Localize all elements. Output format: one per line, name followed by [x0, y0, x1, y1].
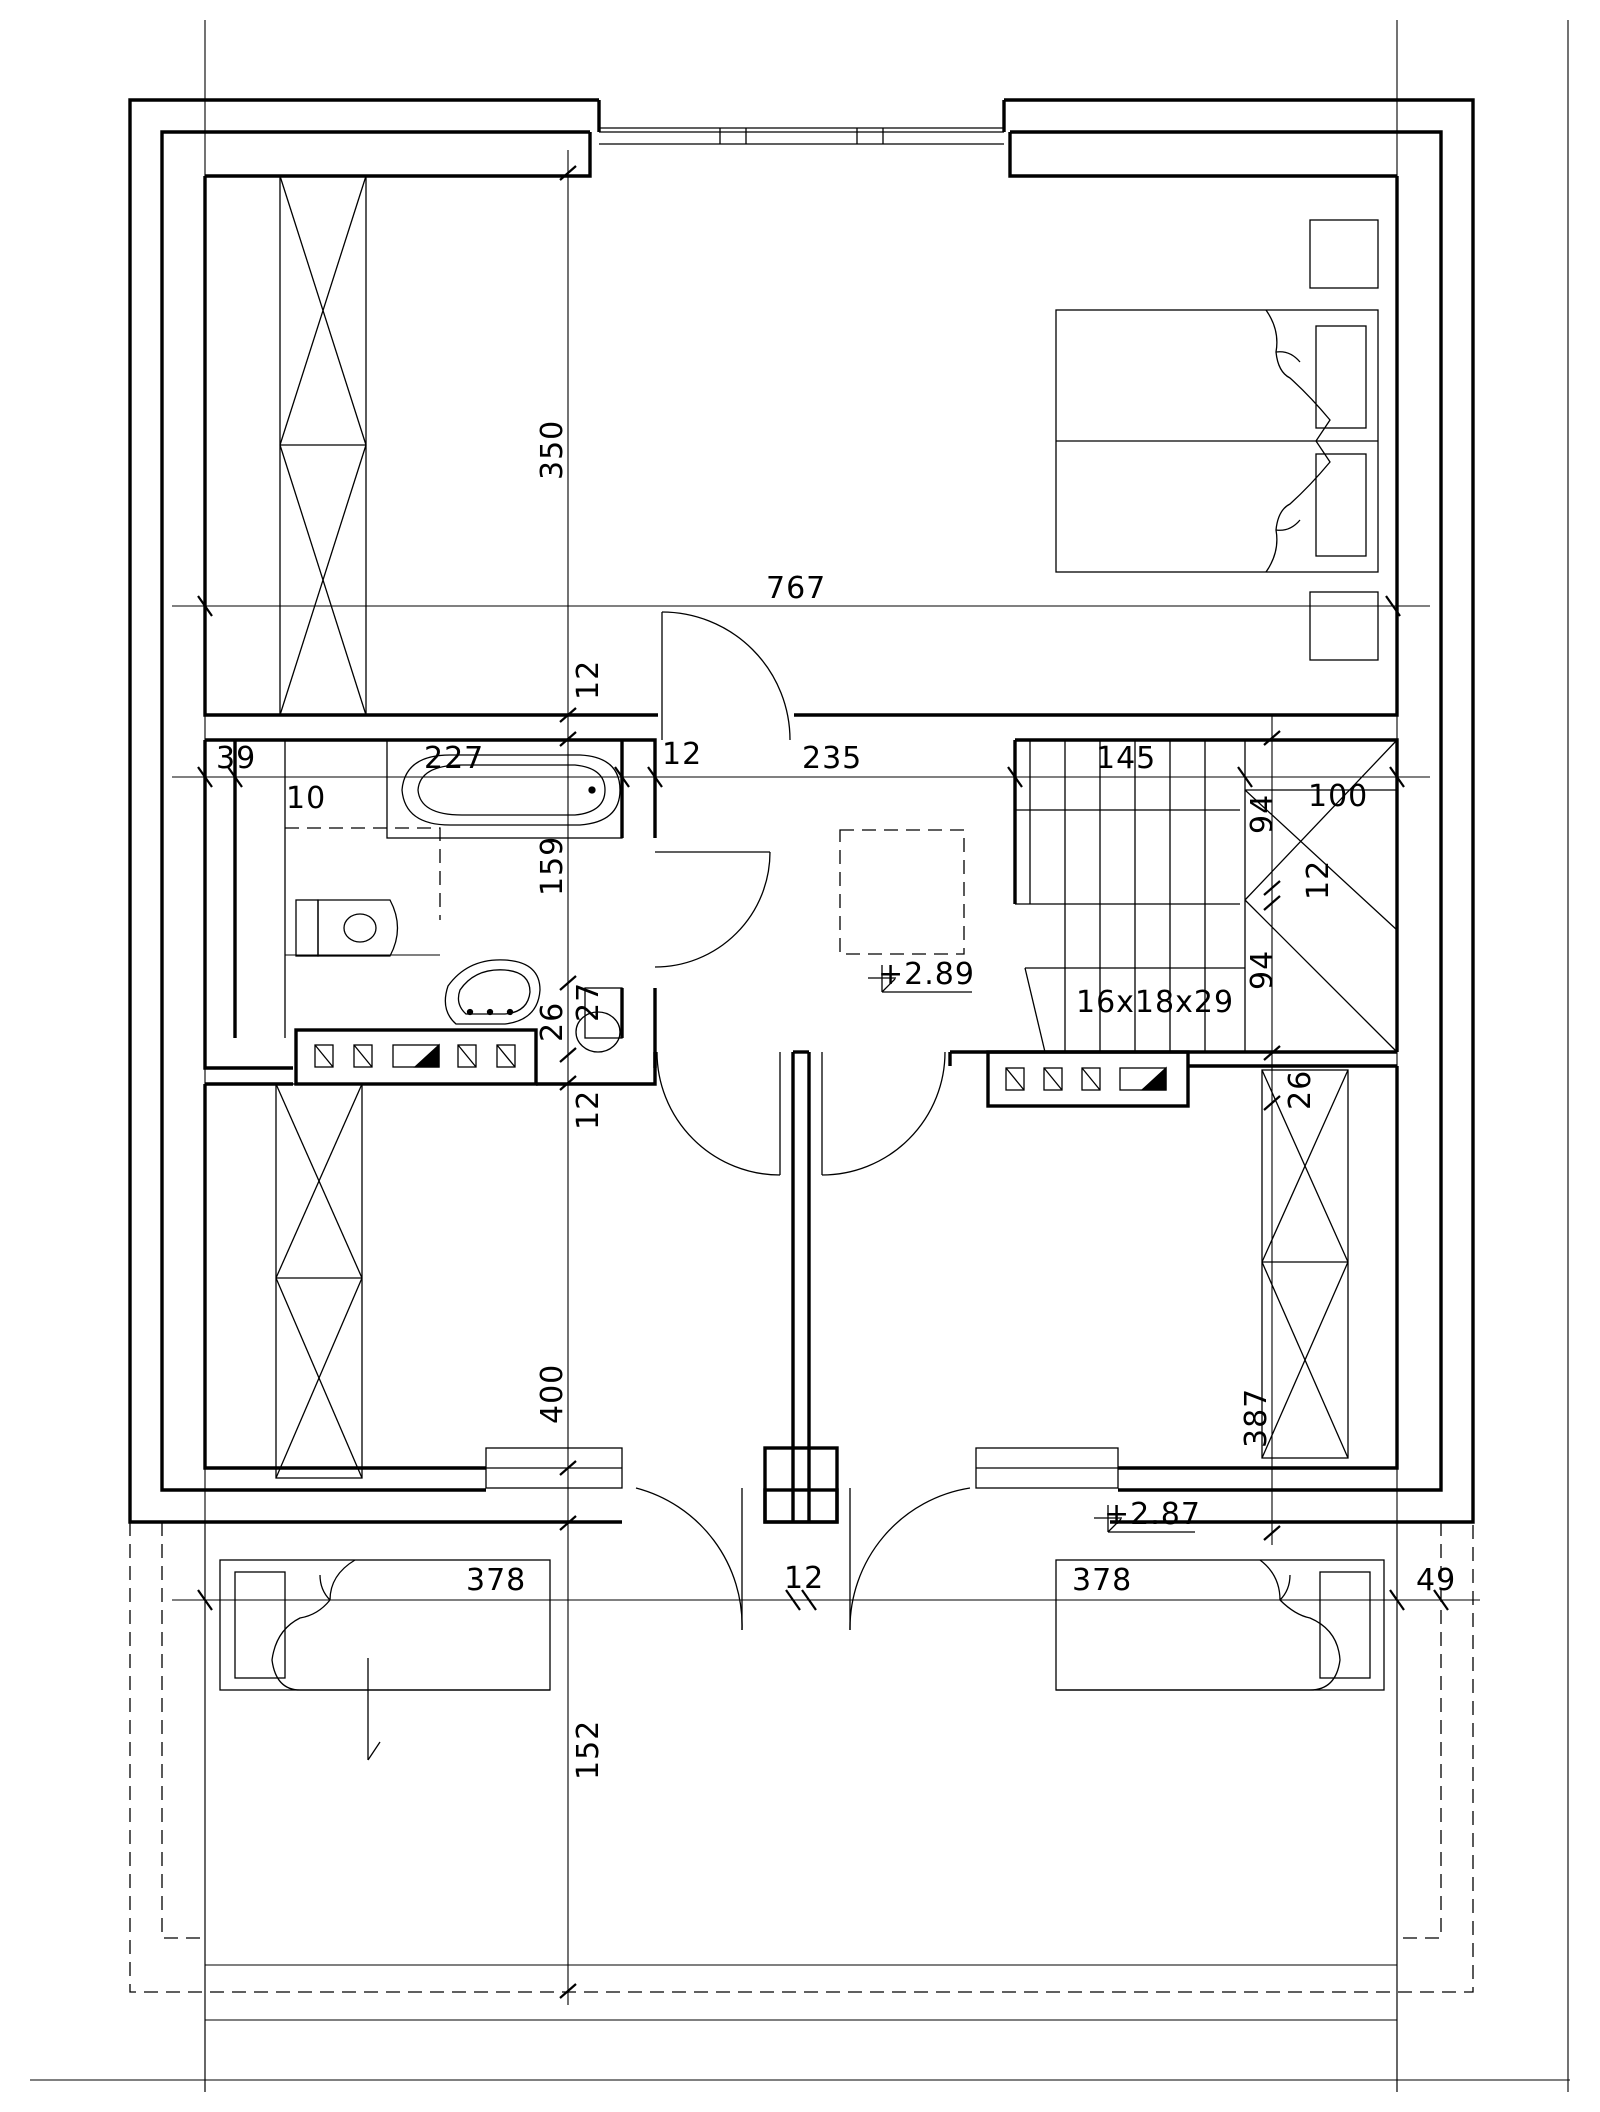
- bedroom-top: [203, 175, 1399, 717]
- bedroom-bottom-left: [219, 1083, 551, 1691]
- dim-400: 400: [535, 1364, 570, 1424]
- dimension-lines: [172, 150, 1480, 2005]
- dim-49: 49: [1416, 1563, 1456, 1598]
- bedroom-bottom-right: [1055, 1069, 1385, 1691]
- dim-10: 10: [286, 781, 326, 816]
- dim-12-c: 12: [571, 1090, 606, 1130]
- wardrobe-bottom-left: [275, 1083, 363, 1479]
- dim-12-d: 12: [784, 1561, 824, 1596]
- dim-350: 350: [535, 420, 570, 480]
- dim-39: 39: [216, 741, 256, 776]
- balcony: [129, 1505, 1474, 2092]
- level-hall: +2.89: [878, 957, 975, 992]
- dim-100: 100: [1308, 779, 1368, 814]
- dim-12-e: 12: [1301, 860, 1336, 900]
- balcony-windows: [485, 1446, 1119, 1524]
- dim-378-left: 378: [466, 1563, 526, 1598]
- dim-387: 387: [1239, 1388, 1274, 1448]
- wardrobe-top: [279, 175, 367, 716]
- bathtub: [386, 739, 623, 839]
- toilet: [295, 899, 399, 957]
- door-bottom-right: [821, 1051, 946, 1176]
- door-bottom-left: [656, 1051, 781, 1176]
- dim-27: 27: [571, 982, 606, 1022]
- stair-spec: 16x18x29: [1076, 985, 1234, 1020]
- hall-level-marker: [868, 965, 972, 993]
- dim-378-right: 378: [1072, 1563, 1132, 1598]
- exterior-walls: [128, 98, 1475, 1524]
- dim-145: 145: [1096, 741, 1156, 776]
- dim-26-b: 26: [1283, 1070, 1318, 1110]
- central-partition: [203, 1050, 1399, 1522]
- dim-94-b: 94: [1245, 950, 1280, 990]
- balcony-level-marker: [1094, 1505, 1195, 1533]
- staircase: [948, 738, 1399, 1066]
- top-window: [599, 127, 1004, 145]
- single-bed-left: [219, 1559, 551, 1691]
- wardrobe-bottom-right: [1261, 1069, 1349, 1459]
- balcony-door-right: [849, 1487, 971, 1631]
- double-bed: [1055, 309, 1379, 573]
- dim-12-b: 12: [662, 737, 702, 772]
- nightstand-bottom: [1309, 591, 1379, 661]
- single-bed-right: [1055, 1559, 1385, 1691]
- level-balcony: +2.87: [1104, 1497, 1201, 1532]
- hall: [839, 829, 972, 993]
- dim-12-a: 12: [571, 660, 606, 700]
- dimension-labels: 767 350 400 152 12 12 12 12 12 39 227 10…: [216, 420, 1456, 1780]
- roof-outline: [30, 20, 1570, 2092]
- chimney-left: [294, 1028, 538, 1086]
- dim-26-a: 26: [535, 1002, 570, 1042]
- dim-235: 235: [802, 741, 862, 776]
- dim-227: 227: [424, 741, 484, 776]
- nightstand-top: [1309, 219, 1379, 289]
- washbasin: [444, 959, 541, 1025]
- door-bathroom: [654, 851, 771, 968]
- chimney-right: [986, 1050, 1190, 1108]
- dim-94-a: 94: [1245, 794, 1280, 834]
- dim-767: 767: [766, 571, 826, 606]
- balcony-door-left: [635, 1487, 743, 1631]
- bathroom: [203, 738, 657, 1070]
- shower: [575, 987, 623, 1053]
- dim-159: 159: [535, 836, 570, 896]
- dim-152: 152: [571, 1720, 606, 1780]
- door-top-bedroom: [661, 611, 791, 741]
